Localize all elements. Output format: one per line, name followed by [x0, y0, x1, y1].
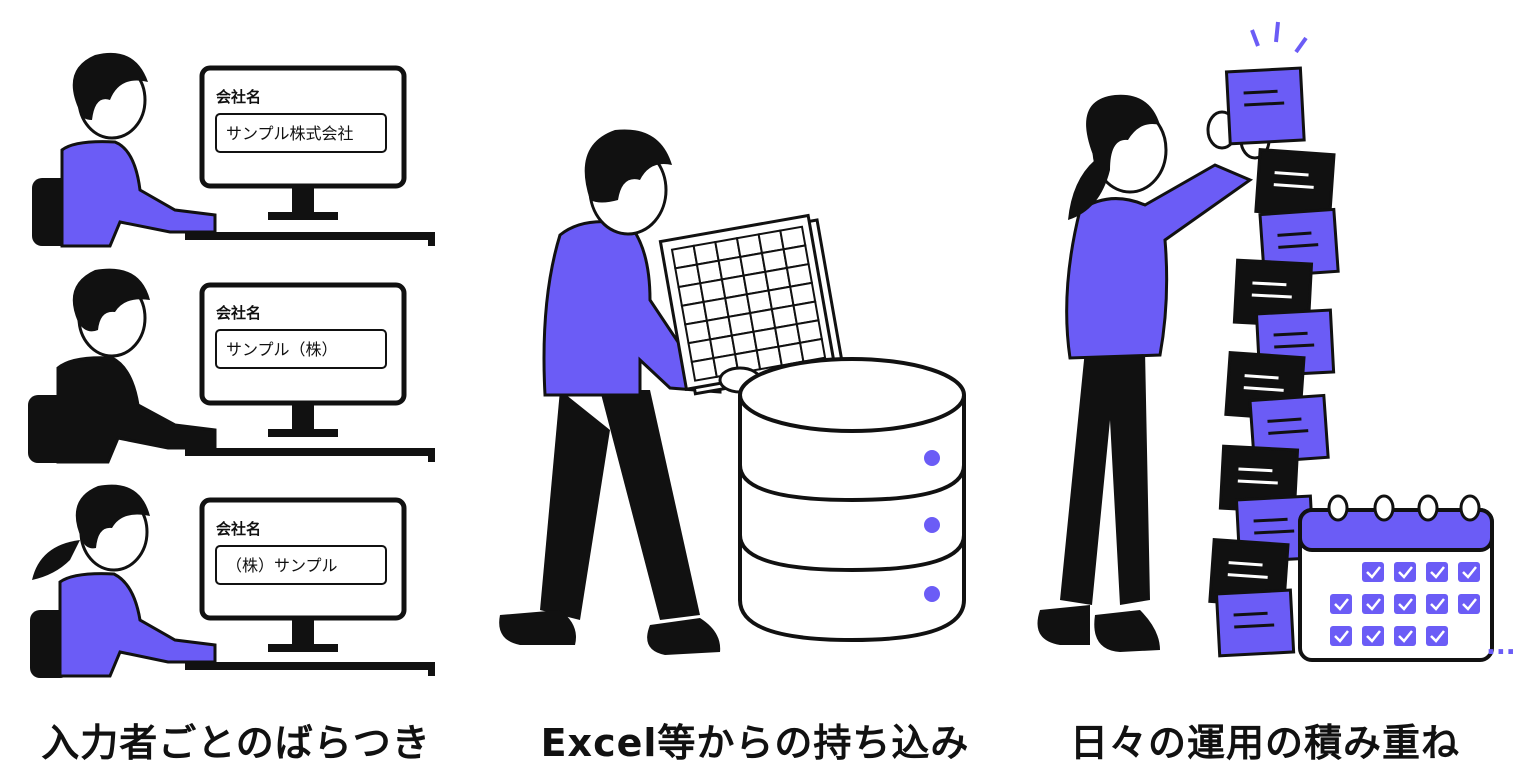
shoe-front	[647, 618, 721, 655]
sticky-note	[1232, 258, 1314, 328]
desk-3	[185, 662, 435, 670]
caption-input-variance: 入力者ごとのばらつき	[41, 721, 431, 765]
calendar-check-box	[1426, 562, 1448, 582]
grid-cell	[755, 345, 783, 371]
company-name-field-1	[215, 113, 387, 153]
person-leg-back	[540, 390, 610, 620]
panel-daily-accumulation: ...	[1037, 21, 1516, 662]
check-icon	[1366, 598, 1381, 611]
check-icon	[1398, 630, 1413, 643]
check-icon	[1398, 566, 1413, 579]
workstation-1: 会社名 サンプル株式会社	[32, 52, 435, 248]
person-hair-1	[72, 52, 148, 120]
spreadsheet-grid	[670, 225, 827, 382]
person-body-1	[60, 140, 217, 248]
grid-cell	[690, 356, 718, 382]
caption-daily-accumulation: 日々の運用の積み重ね	[1069, 721, 1460, 765]
person-body-2	[56, 356, 217, 464]
field-value-2: サンプル（株）	[226, 340, 338, 359]
check-icon	[1430, 566, 1445, 579]
workstation-3: 会社名 （株）サンプル	[30, 484, 435, 678]
calendar-checks	[1330, 562, 1480, 646]
database-icon	[738, 357, 966, 643]
sticky-note	[1248, 393, 1330, 465]
calendar-check-box	[1394, 562, 1416, 582]
check-icon	[1462, 598, 1477, 611]
more-dots: ...	[1486, 631, 1516, 661]
calendar-icon	[1298, 494, 1494, 662]
field-value-1: サンプル株式会社	[226, 124, 354, 143]
shoe-left	[1037, 605, 1090, 645]
monitor-stand-2	[292, 403, 314, 429]
person-leg-front	[600, 390, 700, 620]
sticky-note	[1214, 588, 1296, 658]
calendar-check-box	[1362, 594, 1384, 614]
person-body-3	[58, 572, 217, 678]
calendar-check-box	[1362, 562, 1384, 582]
calendar-ring	[1417, 494, 1439, 522]
check-icon	[1430, 630, 1445, 643]
panel-input-variance: 会社名 サンプル株式会社 会社名 サンプル（株）	[28, 52, 435, 678]
sparkle-line	[1250, 29, 1260, 47]
shoe-back	[499, 610, 576, 645]
calendar-check-box	[1458, 562, 1480, 582]
calendar-check-box	[1330, 594, 1352, 614]
calendar-ring	[1327, 494, 1349, 522]
panel-excel-import	[499, 129, 966, 655]
check-icon	[1462, 566, 1477, 579]
company-name-field-2	[215, 329, 387, 369]
field-value-3: （株）サンプル	[226, 556, 338, 575]
monitor-base-3	[268, 644, 338, 652]
calendar-check-box	[1362, 626, 1384, 646]
shoe-right	[1094, 610, 1160, 652]
check-icon	[1334, 598, 1349, 611]
desk-2	[185, 448, 435, 456]
person-torso-3	[1065, 163, 1254, 360]
calendar-check-box	[1458, 594, 1480, 614]
calendar-ring	[1373, 494, 1395, 522]
person-hair-p3	[1068, 94, 1160, 220]
screen-label-3: 会社名	[216, 520, 261, 538]
person-legs	[1060, 350, 1150, 605]
monitor-stand-3	[292, 618, 314, 644]
check-icon	[1366, 566, 1381, 579]
check-icon	[1334, 630, 1349, 643]
sticky-note	[1254, 147, 1336, 219]
check-icon	[1366, 630, 1381, 643]
person-hair-2	[72, 268, 150, 332]
grid-cell	[798, 337, 827, 363]
check-icon	[1430, 598, 1445, 611]
sticky-note	[1224, 66, 1306, 146]
spreadsheet-stack	[658, 213, 845, 396]
calendar-check-box	[1394, 626, 1416, 646]
ponytail	[32, 540, 80, 580]
check-icon	[1398, 598, 1413, 611]
calendar-check-box	[1330, 626, 1352, 646]
calendar-check-box	[1426, 626, 1448, 646]
monitor-stand-1	[292, 186, 314, 212]
screen-label-2: 会社名	[216, 304, 261, 322]
calendar-ring	[1459, 494, 1481, 522]
calendar-check-box	[1394, 594, 1416, 614]
person-hair-3	[75, 484, 150, 549]
screen-label-1: 会社名	[216, 88, 261, 106]
company-name-field-3	[215, 545, 387, 585]
desk-1	[185, 232, 435, 240]
workstation-2: 会社名 サンプル（株）	[28, 268, 435, 464]
person-hair	[584, 129, 672, 203]
sticky-note-stack	[1208, 66, 1340, 658]
caption-excel-import: Excel等からの持ち込み	[540, 721, 970, 765]
monitor-base-1	[268, 212, 338, 220]
calendar-check-box	[1426, 594, 1448, 614]
monitor-base-2	[268, 429, 338, 437]
